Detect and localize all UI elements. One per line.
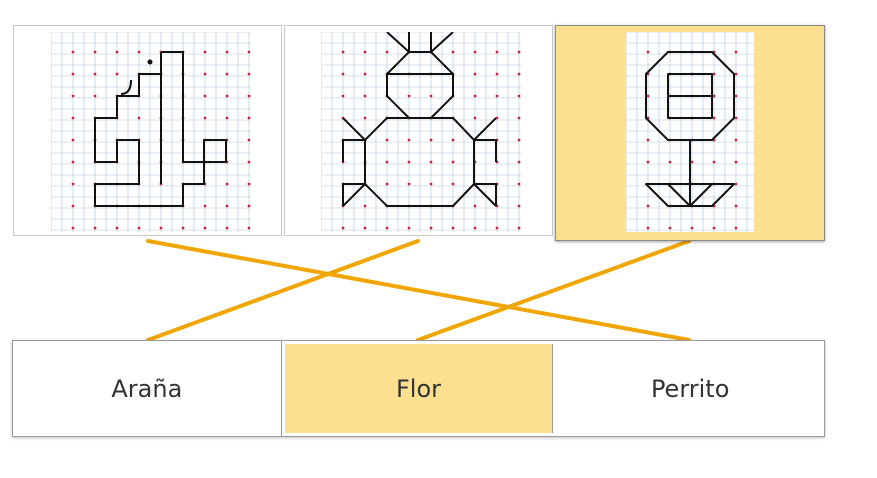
picture-card-arana[interactable] <box>284 25 553 236</box>
label-text: Perrito <box>650 374 730 403</box>
arana-figure <box>342 32 497 207</box>
perrito-grid-drawing <box>51 32 251 232</box>
connector-line <box>146 239 420 342</box>
flor-figure <box>645 51 735 207</box>
label-option-perrito[interactable]: Perrito <box>556 341 824 436</box>
flor-grid-drawing <box>626 32 754 232</box>
label-options: Araña Flor Perrito <box>12 340 825 437</box>
picture-card-flor[interactable] <box>555 25 825 241</box>
grid-lines <box>321 32 521 232</box>
label-text: Araña <box>111 374 183 403</box>
arana-grid-drawing <box>321 32 521 232</box>
perrito-figure <box>94 51 227 207</box>
picture-card-perrito[interactable] <box>13 25 282 236</box>
label-option-arana[interactable]: Araña <box>13 341 282 436</box>
label-text: Flor <box>395 374 442 403</box>
connector-line <box>146 239 691 342</box>
label-option-flor[interactable]: Flor <box>284 344 554 433</box>
connector-line <box>416 239 691 342</box>
